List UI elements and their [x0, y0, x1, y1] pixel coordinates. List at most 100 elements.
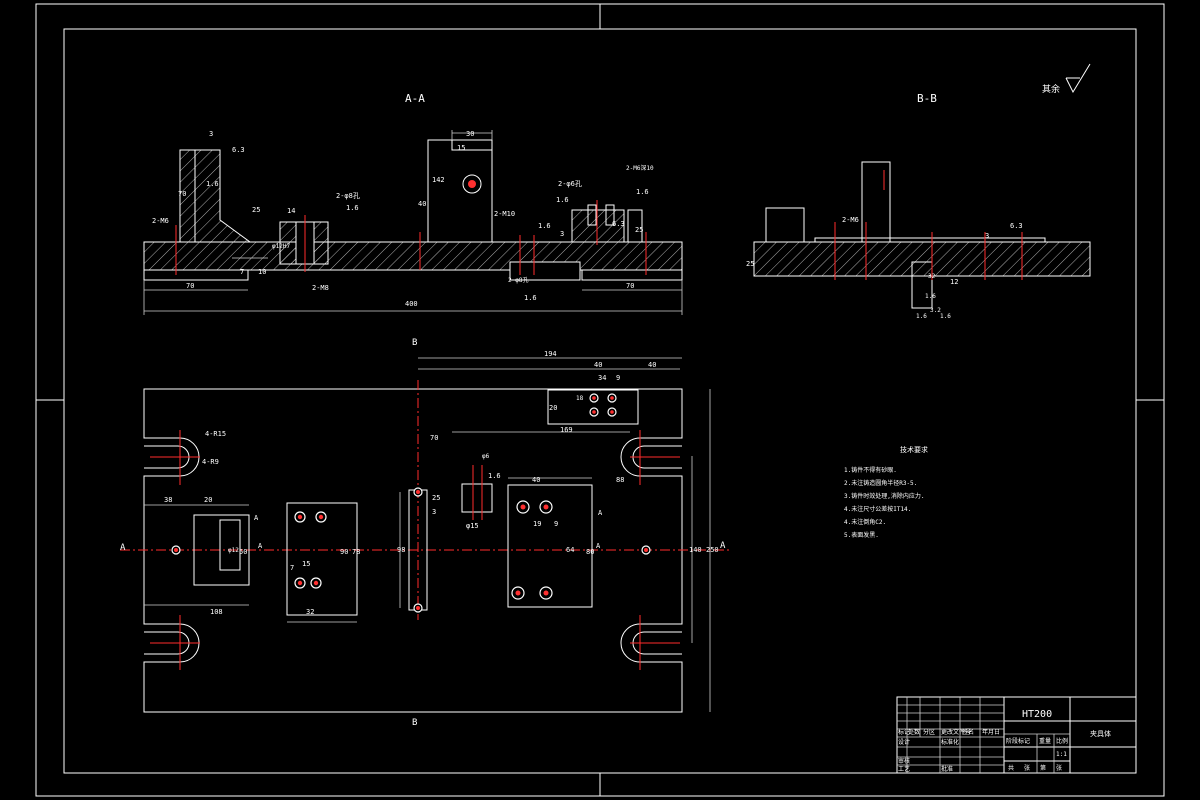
- svg-text:40: 40: [594, 361, 602, 369]
- svg-text:阶段标记: 阶段标记: [1006, 737, 1030, 745]
- title-block: HT200 夹具体 标记 处数 分区 更改文件号 签名 年月日 设计 标准化 审…: [896, 696, 1137, 774]
- svg-text:20: 20: [204, 496, 212, 504]
- svg-text:张: 张: [1056, 764, 1062, 772]
- sheet-frame: [35, 3, 1165, 797]
- svg-text:70: 70: [186, 282, 194, 290]
- svg-text:140: 140: [689, 546, 702, 554]
- svg-text:9: 9: [554, 520, 558, 528]
- svg-text:A: A: [258, 542, 263, 550]
- svg-text:10: 10: [258, 268, 266, 276]
- svg-text:A: A: [120, 543, 126, 553]
- svg-text:工艺: 工艺: [898, 765, 910, 773]
- svg-text:1.6: 1.6: [925, 293, 936, 300]
- svg-text:分区: 分区: [923, 728, 935, 736]
- svg-text:108: 108: [210, 608, 223, 616]
- tech-req-item: 4.未注倒角C2.: [844, 518, 886, 526]
- svg-text:张: 张: [1024, 764, 1030, 772]
- roughness-symbol: 其余: [1042, 63, 1091, 95]
- svg-text:250: 250: [706, 546, 719, 554]
- part-name-label: 夹具体: [1090, 729, 1111, 738]
- svg-text:2-φ8孔: 2-φ8孔: [508, 276, 528, 284]
- svg-text:标记: 标记: [898, 728, 910, 736]
- svg-text:25: 25: [432, 494, 440, 502]
- tech-req-item: 1.铸件不得有砂眼.: [844, 466, 897, 474]
- svg-text:98: 98: [397, 546, 405, 554]
- technical-requirements: 技术要求 1.铸件不得有砂眼. 2.未注铸造圆角半径R3-5. 3.铸件时效处理…: [844, 445, 928, 539]
- svg-text:3: 3: [209, 130, 213, 138]
- svg-text:A: A: [596, 542, 601, 550]
- svg-text:2-M6深10: 2-M6深10: [626, 164, 654, 172]
- svg-text:3: 3: [432, 508, 436, 516]
- svg-text:64: 64: [566, 546, 574, 554]
- svg-text:2-M8: 2-M8: [312, 284, 329, 292]
- svg-text:1.6: 1.6: [206, 180, 219, 188]
- svg-text:A: A: [598, 509, 603, 517]
- section-bb-title: B-B: [917, 92, 937, 105]
- svg-text:φ12: φ12: [228, 547, 239, 554]
- section-bb-view: B-B 2-M6 6.3 3 25 32 12 1.6 3.2 1.6 1.6: [746, 92, 1091, 320]
- svg-text:15: 15: [457, 144, 465, 152]
- svg-text:15: 15: [302, 560, 310, 568]
- svg-text:4-R9: 4-R9: [202, 458, 219, 466]
- svg-text:88: 88: [616, 476, 624, 484]
- svg-text:40: 40: [532, 476, 540, 484]
- svg-text:4-R15: 4-R15: [205, 430, 226, 438]
- svg-text:40: 40: [418, 200, 426, 208]
- svg-text:比例: 比例: [1056, 737, 1068, 745]
- svg-text:共: 共: [1008, 764, 1014, 772]
- svg-text:50: 50: [239, 548, 247, 556]
- svg-text:7: 7: [240, 268, 244, 276]
- svg-text:3: 3: [560, 230, 564, 238]
- svg-text:更改文件号: 更改文件号: [941, 728, 971, 736]
- svg-text:φ6: φ6: [482, 453, 490, 460]
- plan-view: B B A A A A A A 194 40 40 34 9 18 20 169…: [120, 338, 730, 728]
- svg-text:2-φ8孔: 2-φ8孔: [336, 192, 360, 200]
- svg-text:34: 34: [598, 374, 606, 382]
- svg-text:3.2: 3.2: [930, 307, 941, 314]
- svg-text:3: 3: [985, 232, 989, 240]
- svg-text:9: 9: [616, 374, 620, 382]
- svg-text:φ15: φ15: [466, 522, 479, 530]
- svg-text:32: 32: [306, 608, 314, 616]
- svg-text:1:1: 1:1: [1056, 751, 1067, 758]
- svg-text:18: 18: [576, 395, 584, 402]
- svg-text:20: 20: [549, 404, 557, 412]
- svg-text:142: 142: [432, 176, 445, 184]
- svg-text:1.6: 1.6: [346, 204, 359, 212]
- svg-text:2-φ6孔: 2-φ6孔: [558, 180, 582, 188]
- svg-text:标准化: 标准化: [941, 738, 959, 746]
- svg-text:70: 70: [178, 190, 186, 198]
- svg-text:38: 38: [164, 496, 172, 504]
- svg-text:70: 70: [430, 434, 438, 442]
- svg-text:6.3: 6.3: [232, 146, 245, 154]
- svg-text:6.3: 6.3: [612, 220, 625, 228]
- svg-text:设计: 设计: [898, 738, 910, 746]
- section-aa-view: A-A: [143, 92, 683, 315]
- svg-text:80: 80: [586, 548, 594, 556]
- svg-text:1.6: 1.6: [538, 222, 551, 230]
- svg-text:40: 40: [648, 361, 656, 369]
- tech-req-item: 5.表面发黑.: [844, 531, 879, 539]
- svg-text:19: 19: [533, 520, 541, 528]
- tech-req-item: 3.铸件时效处理,消除内应力.: [844, 492, 924, 500]
- svg-text:7: 7: [290, 564, 294, 572]
- svg-text:30: 30: [466, 130, 474, 138]
- svg-text:年月日: 年月日: [982, 728, 1000, 736]
- svg-text:32: 32: [928, 273, 936, 280]
- svg-text:审核: 审核: [898, 757, 910, 765]
- svg-text:194: 194: [544, 350, 557, 358]
- section-aa-title: A-A: [405, 92, 425, 105]
- svg-text:400: 400: [405, 300, 418, 308]
- svg-text:1.6: 1.6: [916, 313, 927, 320]
- svg-text:A: A: [254, 514, 259, 522]
- svg-text:6.3: 6.3: [1010, 222, 1023, 230]
- svg-text:169: 169: [560, 426, 573, 434]
- svg-text:14: 14: [287, 207, 295, 215]
- svg-text:处数: 处数: [908, 728, 920, 736]
- svg-text:2-M10: 2-M10: [494, 210, 515, 218]
- svg-text:2-M6: 2-M6: [842, 216, 859, 224]
- tech-req-item: 4.未注尺寸公差按IT14.: [844, 505, 911, 513]
- svg-text:1.6: 1.6: [488, 472, 501, 480]
- tech-req-item: 2.未注铸造圆角半径R3-5.: [844, 479, 917, 487]
